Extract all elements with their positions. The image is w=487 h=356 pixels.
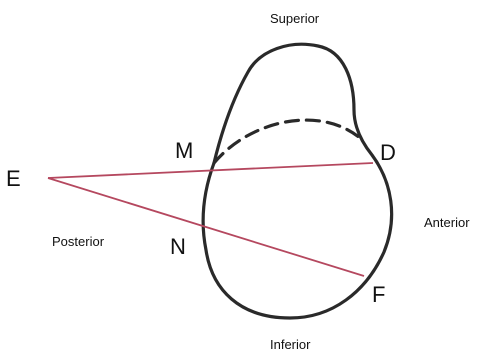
point-label-e: E bbox=[6, 166, 21, 191]
label-posterior: Posterior bbox=[52, 234, 105, 249]
point-label-d: D bbox=[380, 140, 396, 165]
point-label-n: N bbox=[170, 234, 186, 259]
line-e-to-d bbox=[47, 162, 374, 179]
dashed-arc bbox=[212, 118, 362, 165]
label-anterior: Anterior bbox=[424, 215, 470, 230]
shape-outline bbox=[201, 42, 394, 320]
point-label-f: F bbox=[372, 282, 385, 307]
line-e-to-f bbox=[47, 177, 365, 277]
label-inferior: Inferior bbox=[270, 337, 311, 352]
point-label-m: M bbox=[175, 138, 193, 163]
label-superior: Superior bbox=[270, 11, 320, 26]
